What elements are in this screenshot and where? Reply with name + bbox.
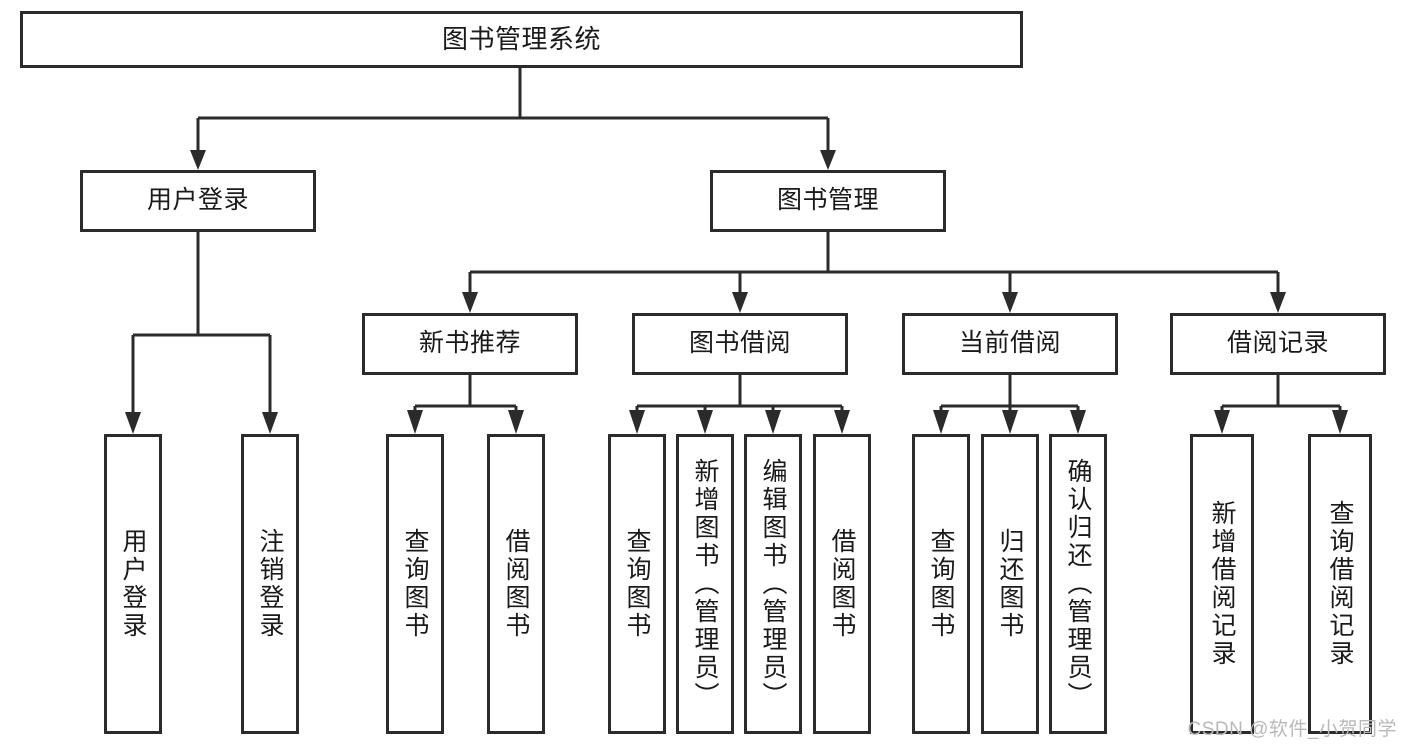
arrowhead-l3-3 [1002,292,1018,313]
arrowhead-leaf-r1 [407,410,423,434]
arrowhead-l3-2 [732,292,748,313]
arrowhead-leaf-d2 [1332,410,1348,434]
node-leaf-add-borrow-record[interactable]: 新增借阅记录 [1190,434,1254,734]
arrowhead-l3-1 [462,292,478,313]
node-book-management-label: 图书管理 [776,186,879,215]
node-leaf-user-login-label: 用户登录 [119,528,147,640]
node-current-borrow-label: 当前借阅 [958,329,1061,358]
node-leaf-borrow-book-label: 借阅图书 [828,528,856,640]
node-leaf-add-borrow-record-label: 新增借阅记录 [1208,500,1236,668]
node-leaf-query-book-current[interactable]: 查询图书 [912,434,970,734]
node-leaf-borrow-book[interactable]: 借阅图书 [813,434,871,734]
node-root[interactable]: 图书管理系统 [20,11,1023,68]
node-leaf-query-book-borrow[interactable]: 查询图书 [608,434,666,734]
node-leaf-query-book-borrow-label: 查询图书 [623,528,651,640]
arrowhead-leaf-b2 [697,410,713,434]
arrowhead-leaf-b1 [629,410,645,434]
node-current-borrow[interactable]: 当前借阅 [902,313,1118,375]
node-leaf-return-book-label: 归还图书 [996,528,1024,640]
arrowhead-leaf-c1 [933,410,949,434]
node-leaf-logout-label: 注销登录 [256,528,284,640]
arrowhead-leaf-u1 [125,412,141,434]
arrowhead-leaf-u2 [262,412,278,434]
node-leaf-confirm-return[interactable]: 确认归还（管理员） [1049,434,1107,734]
node-leaf-borrow-book-recommend-label: 借阅图书 [502,528,530,640]
node-leaf-edit-book[interactable]: 编辑图书（管理员） [744,434,802,734]
arrowhead-user-login [190,150,206,170]
node-leaf-query-borrow-record[interactable]: 查询借阅记录 [1308,434,1372,734]
arrowhead-leaf-b4 [834,410,850,434]
node-book-borrow[interactable]: 图书借阅 [632,313,848,375]
node-leaf-add-book-label: 新增图书（管理员） [691,458,719,710]
node-leaf-add-book[interactable]: 新增图书（管理员） [676,434,734,734]
arrowhead-leaf-b3 [765,410,781,434]
csdn-watermark: CSDN @软件_小贺同学 [1187,719,1397,740]
node-leaf-user-login[interactable]: 用户登录 [104,434,162,734]
node-borrow-record[interactable]: 借阅记录 [1170,313,1386,375]
node-leaf-query-book-recommend-label: 查询图书 [401,528,429,640]
arrowhead-book-manage [820,150,836,170]
arrowhead-leaf-c3 [1070,410,1086,434]
arrowhead-leaf-d1 [1214,410,1230,434]
node-leaf-query-book-current-label: 查询图书 [927,528,955,640]
arrowhead-leaf-c2 [1002,410,1018,434]
arrowhead-leaf-r2 [508,410,524,434]
arrowhead-l3-4 [1270,292,1286,313]
node-new-book-recommend[interactable]: 新书推荐 [362,313,578,375]
node-leaf-edit-book-label: 编辑图书（管理员） [759,458,787,710]
node-book-management[interactable]: 图书管理 [710,170,946,232]
node-leaf-return-book[interactable]: 归还图书 [981,434,1039,734]
node-leaf-query-book-recommend[interactable]: 查询图书 [386,434,444,734]
node-new-book-recommend-label: 新书推荐 [418,329,521,358]
node-user-login[interactable]: 用户登录 [80,170,316,232]
node-leaf-borrow-book-recommend[interactable]: 借阅图书 [487,434,545,734]
node-leaf-logout[interactable]: 注销登录 [241,434,299,734]
node-leaf-confirm-return-label: 确认归还（管理员） [1064,458,1092,710]
node-leaf-query-borrow-record-label: 查询借阅记录 [1326,500,1354,668]
node-root-label: 图书管理系统 [441,24,601,55]
node-user-login-label: 用户登录 [146,186,249,215]
node-book-borrow-label: 图书借阅 [688,329,791,358]
node-borrow-record-label: 借阅记录 [1226,329,1329,358]
